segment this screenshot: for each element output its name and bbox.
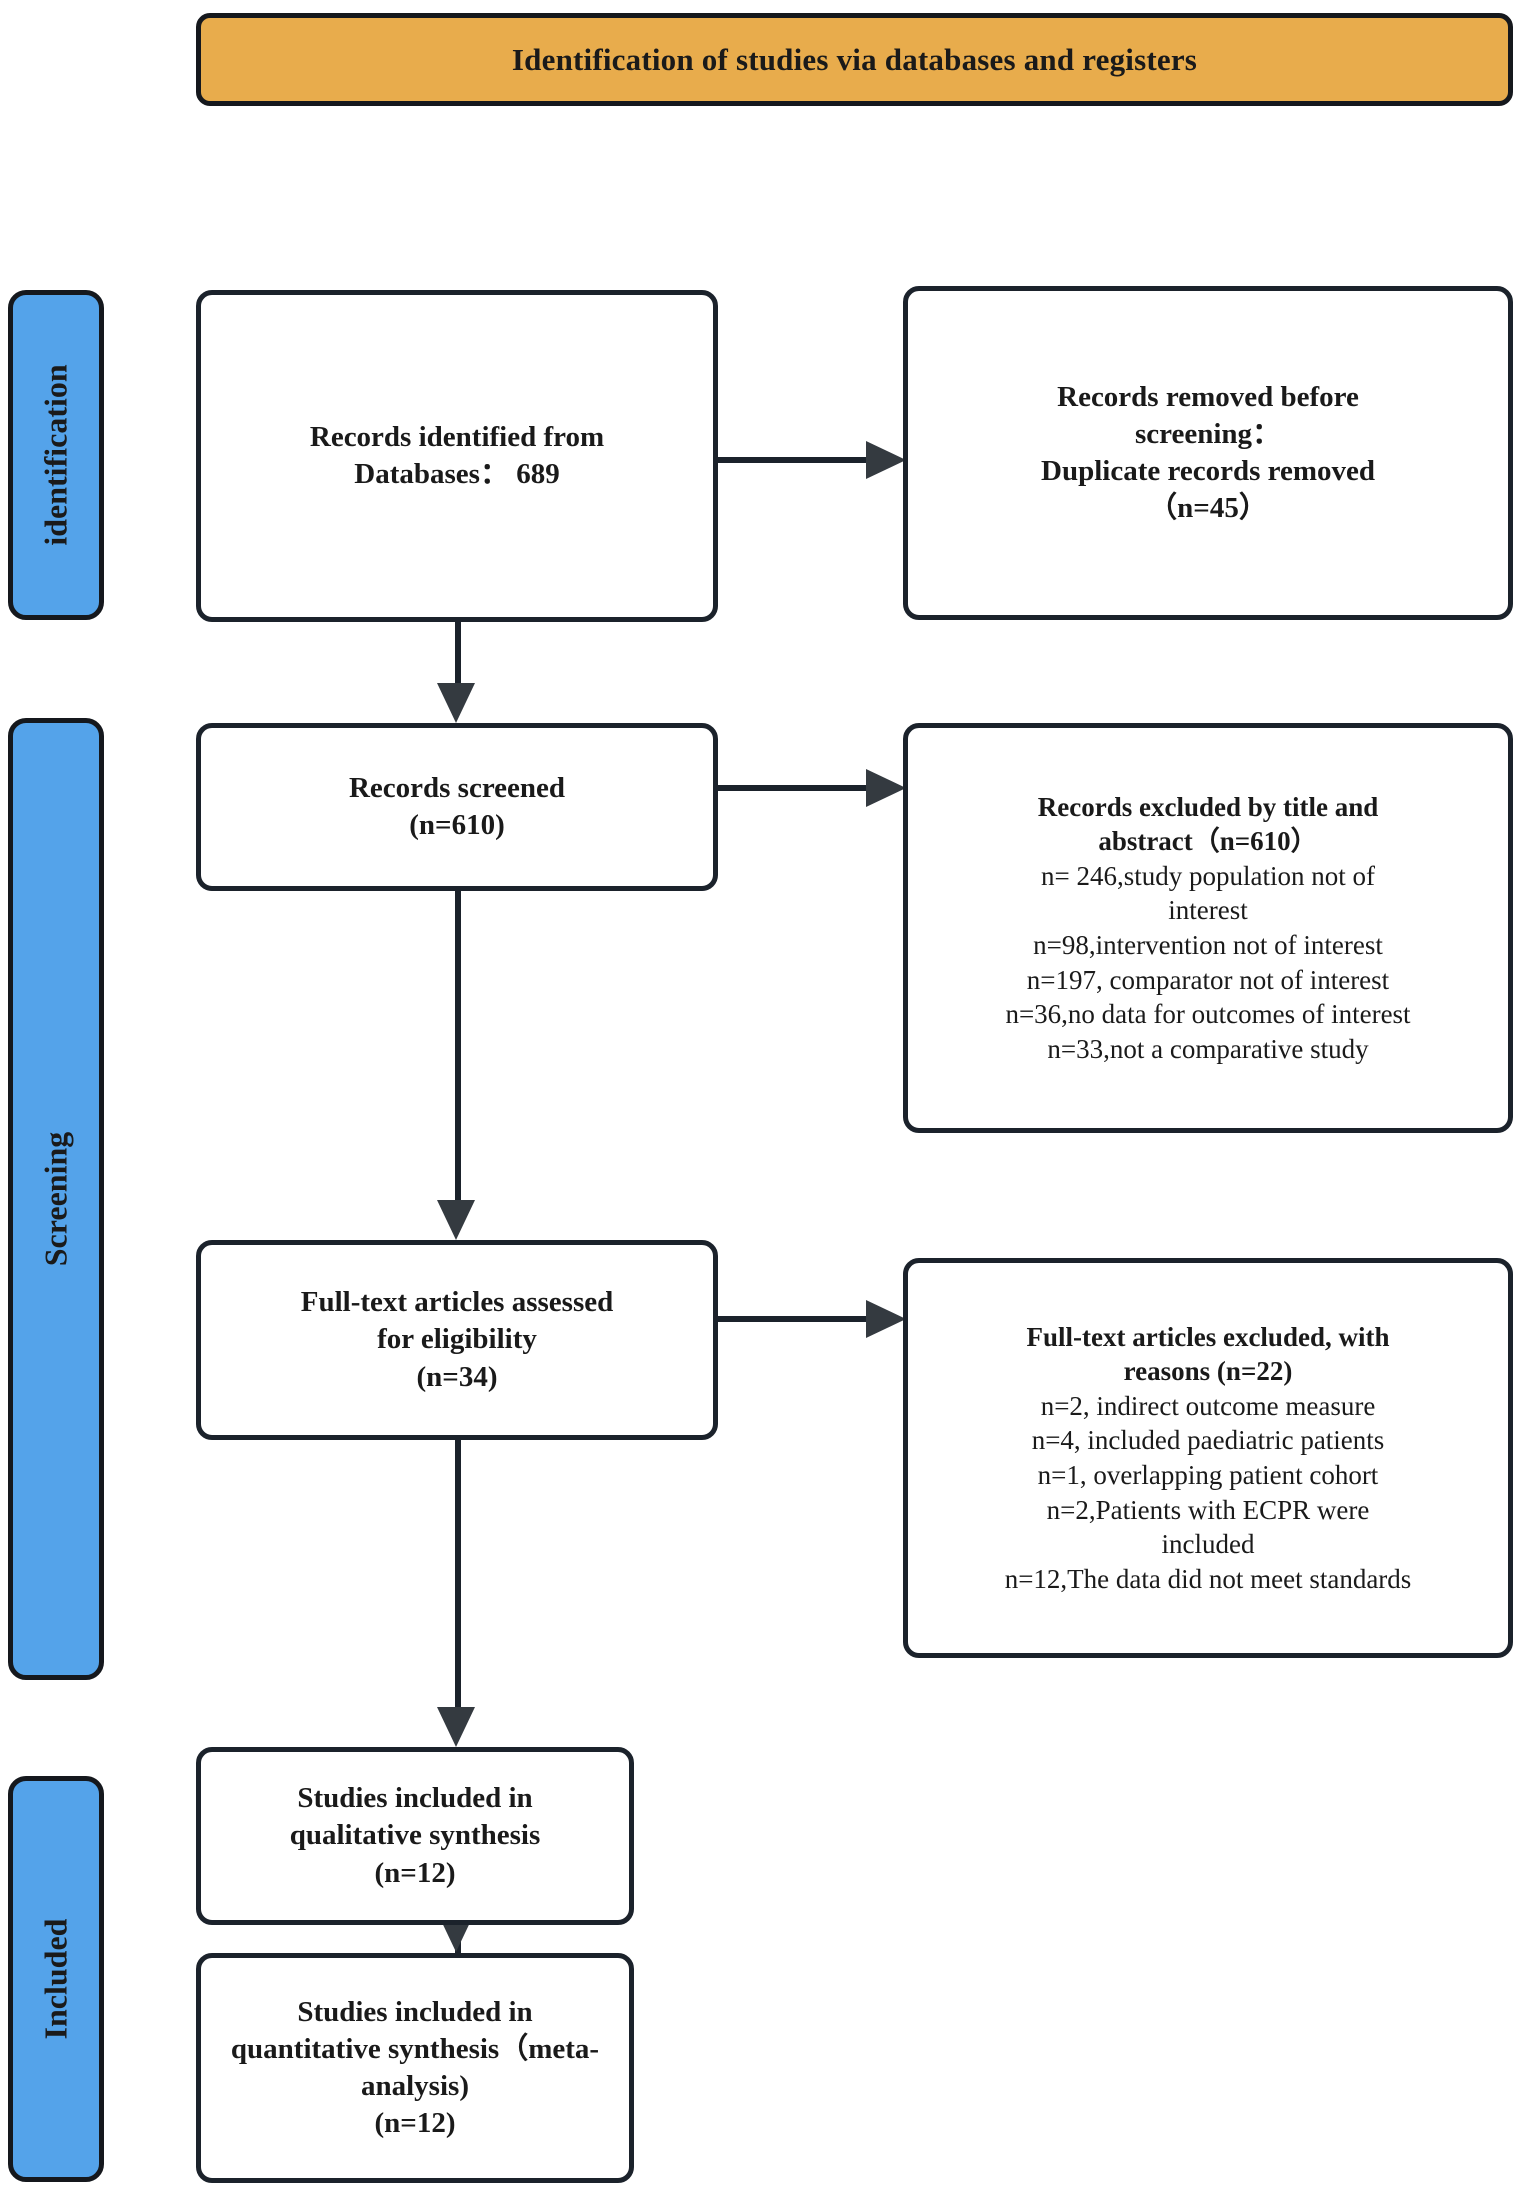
arrowhead-identified-to-screened: [437, 683, 475, 723]
fulltext-excluded-header-2: reasons (n=22): [1123, 1356, 1293, 1387]
stage-bar-identification: identification: [8, 290, 104, 620]
arrowhead-fulltext-to-qualitative: [437, 1707, 475, 1747]
qualitative-line-2: qualitative synthesis: [289, 1819, 541, 1852]
connector-screened-to-excluded: [718, 785, 878, 791]
records-excluded-header-1: Records excluded by title and: [1037, 791, 1379, 822]
records-excluded-reason: n=98,intervention not of interest: [1033, 930, 1383, 960]
fulltext-excluded-reason: included: [1161, 1529, 1255, 1560]
quantitative-line-3: analysis): [361, 2070, 469, 2102]
records-removed-line-2: screening：: [1134, 417, 1282, 450]
box-records-removed-before-screening: Records removed before screening： Duplic…: [903, 286, 1513, 620]
records-excluded-header-2: abstract（n=610）: [1098, 826, 1318, 857]
diagram-title-banner: Identification of studies via databases …: [196, 13, 1513, 106]
records-identified-line-1: Records identified from: [309, 420, 605, 453]
fulltext-assessed-line-1: Full-text articles assessed: [300, 1286, 614, 1319]
quantitative-line-4: (n=12): [374, 2107, 456, 2140]
records-screened-line-2: (n=610): [409, 809, 505, 841]
stage-label-identification: identification: [37, 364, 74, 546]
quantitative-line-1: Studies included in: [297, 1995, 533, 2028]
stage-label-screening: Screening: [37, 1131, 74, 1267]
box-records-screened: Records screened (n=610): [196, 723, 718, 891]
records-excluded-reason: n=197, comparator not of interest: [1026, 964, 1390, 995]
box-records-excluded-title-abstract: Records excluded by title and abstract（n…: [903, 723, 1513, 1133]
fulltext-assessed-line-3: (n=34): [416, 1360, 498, 1393]
fulltext-excluded-reason: n=12,The data did not meet standards: [1004, 1563, 1412, 1594]
fulltext-assessed-line-2: for eligibility: [377, 1323, 537, 1356]
records-excluded-reason: interest: [1168, 895, 1248, 926]
records-screened-line-1: Records screened: [348, 771, 566, 804]
quantitative-line-2: quantitative synthesis（meta-: [230, 2032, 600, 2065]
box-records-identified: Records identified from Databases： 689: [196, 290, 718, 622]
connector-identified-to-removed: [718, 457, 878, 463]
arrowhead-screened-to-excluded: [866, 769, 906, 807]
connector-fulltext-to-excluded: [718, 1316, 878, 1322]
records-excluded-reason: n= 246,study population not of: [1041, 860, 1375, 891]
connector-screened-to-fulltext: [455, 891, 461, 1203]
records-excluded-reason: n=36,no data for outcomes of interest: [1005, 999, 1411, 1030]
stage-bar-screening: Screening: [8, 718, 104, 1680]
arrowhead-identified-to-removed: [866, 441, 906, 479]
stage-bar-included: Included: [8, 1776, 104, 2182]
diagram-title: Identification of studies via databases …: [511, 41, 1198, 77]
records-identified-line-2: Databases： 689: [354, 458, 560, 490]
arrowhead-fulltext-to-excluded: [866, 1300, 906, 1338]
connector-fulltext-to-qualitative: [455, 1440, 461, 1710]
records-removed-line-4: （n=45）: [1148, 492, 1268, 525]
fulltext-excluded-reason: n=2,Patients with ECPR were: [1046, 1494, 1370, 1525]
box-studies-included-quantitative: Studies included in quantitative synthes…: [196, 1953, 634, 2183]
box-studies-included-qualitative: Studies included in qualitative synthesi…: [196, 1747, 634, 1925]
fulltext-excluded-reason: n=2, indirect outcome measure: [1040, 1390, 1376, 1421]
box-fulltext-articles-assessed: Full-text articles assessed for eligibil…: [196, 1240, 718, 1440]
fulltext-excluded-reason: n=1, overlapping patient cohort: [1037, 1460, 1379, 1490]
qualitative-line-3: (n=12): [374, 1856, 456, 1889]
stage-label-included: Included: [37, 1918, 74, 2040]
fulltext-excluded-header-1: Full-text articles excluded, with: [1026, 1321, 1390, 1352]
arrowhead-screened-to-fulltext: [437, 1200, 475, 1240]
records-removed-line-1: Records removed before: [1057, 380, 1359, 413]
fulltext-excluded-reason: n=4, included paediatric patients: [1031, 1425, 1385, 1456]
records-removed-line-3: Duplicate records removed: [1041, 455, 1375, 487]
qualitative-line-1: Studies included in: [297, 1782, 533, 1815]
connector-identified-to-screened: [455, 622, 461, 686]
box-fulltext-articles-excluded: Full-text articles excluded, with reason…: [903, 1258, 1513, 1658]
records-excluded-reason: n=33,not a comparative study: [1047, 1033, 1369, 1064]
